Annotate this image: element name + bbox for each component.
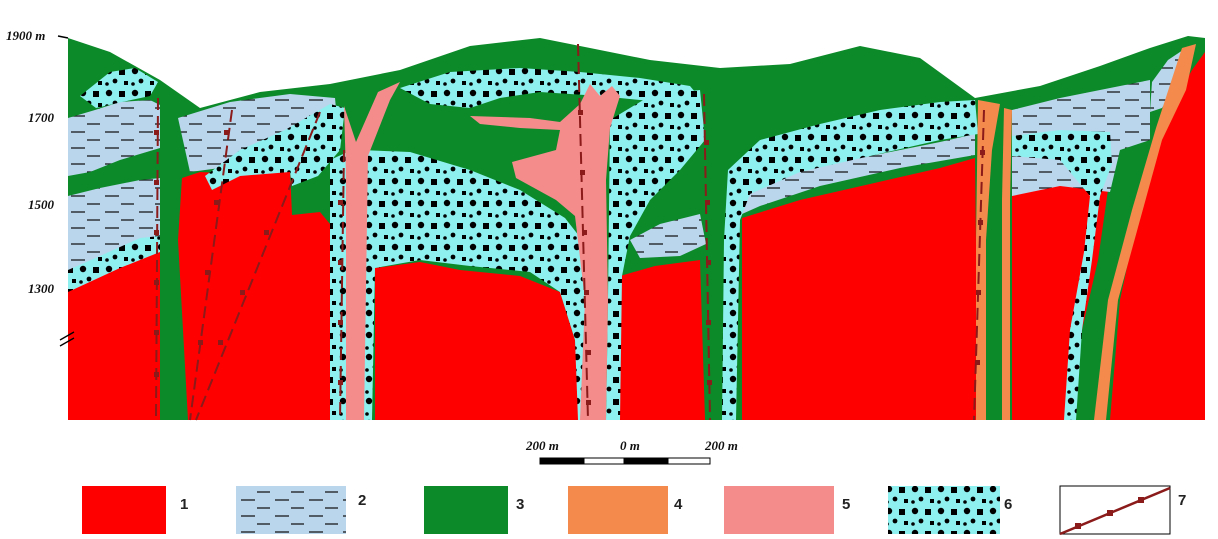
- legend-number-7: 7: [1178, 492, 1186, 509]
- elevation-label-1900: 1900 m: [6, 28, 45, 44]
- elevation-label-1300: 1300: [28, 281, 54, 297]
- legend-swatch-4: [568, 486, 668, 534]
- scale-bar: [540, 458, 710, 464]
- scale-label-right: 200 m: [705, 438, 738, 454]
- legend-swatch-7: [1060, 486, 1170, 534]
- granite-block-d: [620, 260, 705, 420]
- scale-label-left: 200 m: [526, 438, 559, 454]
- legend-swatch-2: [236, 486, 346, 534]
- legend-number-5: 5: [842, 496, 850, 513]
- legend-number-6: 6: [1004, 496, 1012, 513]
- legend-swatch-5: [724, 486, 834, 534]
- legend-swatch-6: [888, 486, 1000, 534]
- scale-label-center: 0 m: [620, 438, 640, 454]
- legend-number-4: 4: [674, 496, 682, 513]
- legend-number-2: 2: [358, 492, 366, 509]
- legend-number-1: 1: [180, 496, 188, 513]
- legend-swatch-1: [82, 486, 166, 534]
- elevation-label-1700: 1700: [28, 110, 54, 126]
- elevation-axis-tick: [58, 36, 68, 38]
- legend-number-3: 3: [516, 496, 524, 513]
- legend-swatch-3: [424, 486, 508, 534]
- elevation-label-1500: 1500: [28, 197, 54, 213]
